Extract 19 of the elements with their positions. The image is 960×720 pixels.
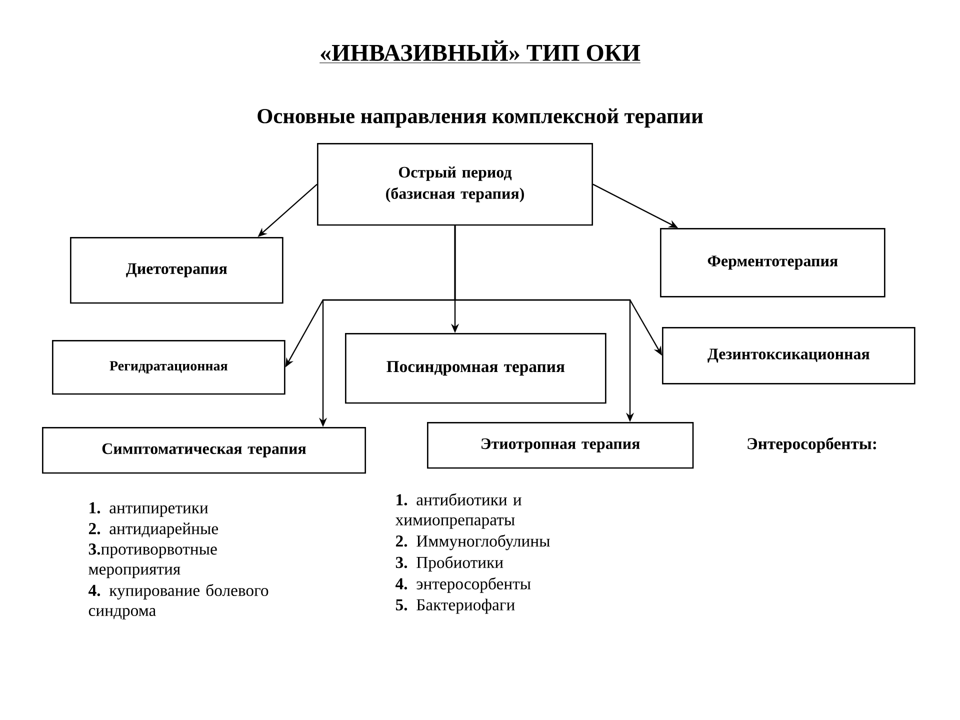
title: «ИНВАЗИВНЫЙ» ТИП ОКИ: [319, 40, 641, 64]
process-box: Этиотропная терапия: [427, 422, 694, 469]
process-box: Симптоматическая терапия: [42, 427, 366, 474]
process-box: Ферментотерапия: [660, 228, 886, 298]
list-item: 3.противорвотные мероприятия: [88, 544, 217, 578]
list-item: 1. антибиотики и химиопрепараты: [395, 493, 522, 529]
list-item: 5. Бактериофаги: [396, 598, 515, 614]
process-box: Дезинтоксикационная: [662, 327, 916, 384]
list-item: 3. Пробиотики: [396, 556, 504, 572]
process-box: Посиндромная терапия: [345, 333, 606, 404]
list-item: 2. Иммуноглобулины: [396, 534, 550, 550]
process-box: Острый период (базисная терапия): [317, 143, 593, 226]
list-item: 4. энтеросорбенты: [396, 577, 531, 593]
process-box: Регидратационная: [52, 340, 286, 395]
list-item: 4. купирование болевого синдрома: [88, 584, 268, 620]
list-item: 2. антидиарейные: [88, 522, 218, 538]
list-heading: Энтеросорбенты:: [748, 437, 876, 453]
list-item: 1. антипиретики: [90, 502, 208, 517]
process-box: Диетотерапия: [70, 237, 284, 304]
